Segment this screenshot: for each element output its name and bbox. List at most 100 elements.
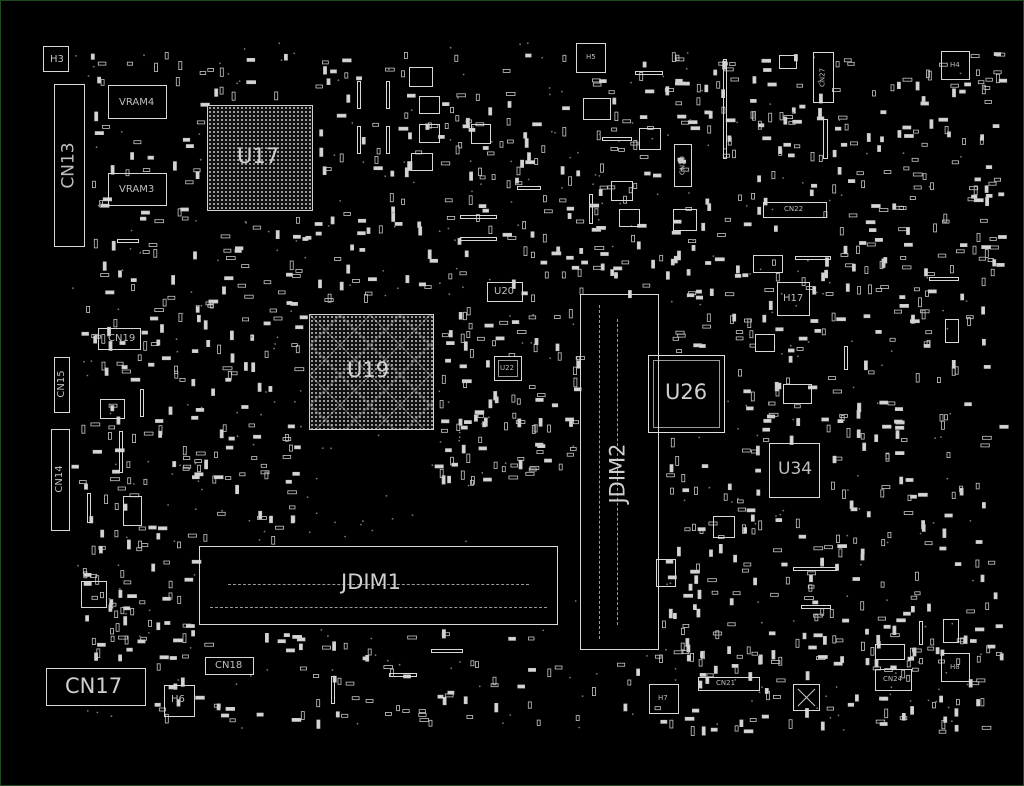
smd-footprint	[993, 177, 1001, 182]
smd-footprint	[911, 314, 915, 324]
via	[502, 722, 504, 724]
smd-footprint	[757, 120, 762, 130]
smd-footprint	[950, 265, 954, 274]
via	[670, 300, 673, 303]
connector-cn17-label: CN17	[65, 674, 123, 698]
smd-footprint	[980, 134, 984, 141]
smd-footprint	[675, 330, 685, 335]
via	[782, 509, 785, 512]
smd-footprint	[164, 52, 169, 60]
smd-footprint	[594, 246, 605, 250]
smd-footprint	[185, 144, 194, 149]
trace-outline	[919, 621, 923, 645]
smd-footprint	[962, 138, 966, 145]
smd-footprint	[734, 725, 739, 732]
smd-footprint	[897, 81, 901, 89]
smd-footprint	[118, 635, 128, 640]
via	[442, 404, 445, 407]
smd-footprint	[768, 412, 779, 417]
via	[966, 683, 969, 686]
via	[472, 126, 474, 128]
smd-footprint	[874, 434, 879, 442]
smd-footprint	[855, 694, 859, 702]
via	[857, 474, 859, 477]
smd-footprint	[463, 341, 468, 351]
via	[521, 342, 524, 344]
trace-outline	[793, 567, 837, 571]
via	[462, 73, 465, 76]
smd-footprint	[104, 494, 108, 505]
smd-footprint	[573, 366, 577, 376]
smd-footprint	[668, 608, 673, 619]
smd-footprint	[764, 688, 769, 694]
mount-hole-h17-label: H17	[783, 293, 804, 304]
via	[598, 133, 601, 136]
via	[917, 661, 920, 664]
smd-footprint	[850, 141, 858, 146]
smd-footprint	[786, 377, 790, 385]
smd-footprint	[751, 192, 755, 200]
smd-footprint	[771, 170, 776, 180]
smd-footprint	[525, 53, 532, 58]
smd-footprint	[316, 719, 321, 729]
smd-footprint	[742, 568, 749, 573]
smd-footprint	[709, 549, 713, 557]
via	[455, 267, 458, 270]
via	[972, 579, 974, 582]
via	[199, 158, 202, 161]
via	[934, 437, 936, 440]
via	[815, 291, 818, 294]
smd-footprint	[178, 312, 183, 322]
smd-footprint	[820, 721, 825, 731]
via	[125, 612, 127, 615]
smd-footprint	[985, 602, 990, 610]
smd-footprint	[696, 97, 701, 106]
via	[909, 700, 912, 702]
smd-footprint	[241, 264, 250, 269]
smd-footprint	[547, 424, 551, 433]
smd-footprint	[191, 378, 196, 387]
trace-outline	[87, 493, 91, 523]
smd-footprint	[298, 643, 303, 651]
smd-footprint	[263, 321, 271, 326]
smd-footprint	[669, 719, 674, 729]
smd-footprint	[123, 503, 128, 511]
smd-footprint	[507, 235, 517, 240]
smd-footprint	[274, 91, 279, 101]
smd-footprint	[976, 699, 980, 707]
smd-footprint	[483, 477, 492, 482]
smd-footprint	[956, 249, 965, 254]
smd-footprint	[536, 450, 544, 455]
smd-footprint	[242, 317, 249, 322]
via	[554, 132, 556, 134]
via	[779, 513, 782, 516]
connector-cn27	[813, 52, 834, 103]
smd-footprint	[506, 180, 511, 189]
via	[189, 647, 192, 649]
smd-footprint	[927, 603, 931, 612]
smd-footprint	[718, 544, 723, 554]
smd-footprint	[291, 718, 302, 722]
smd-footprint	[899, 295, 906, 300]
smd-footprint	[330, 216, 335, 225]
via	[276, 249, 279, 252]
via	[797, 270, 799, 273]
smd-footprint	[404, 112, 409, 119]
smd-footprint	[826, 424, 831, 433]
via	[304, 256, 307, 259]
smd-footprint	[775, 518, 783, 522]
via	[321, 447, 324, 449]
via	[121, 269, 124, 272]
via	[95, 146, 98, 149]
smd-footprint	[694, 575, 699, 584]
via	[674, 679, 677, 681]
smd-footprint	[853, 537, 858, 544]
smd-footprint	[677, 546, 681, 557]
smd-footprint	[761, 714, 769, 719]
via	[412, 181, 415, 184]
smd-footprint	[225, 476, 232, 480]
via	[685, 67, 688, 70]
smd-footprint	[981, 245, 991, 250]
smd-footprint	[181, 216, 189, 221]
smd-footprint	[808, 645, 817, 650]
